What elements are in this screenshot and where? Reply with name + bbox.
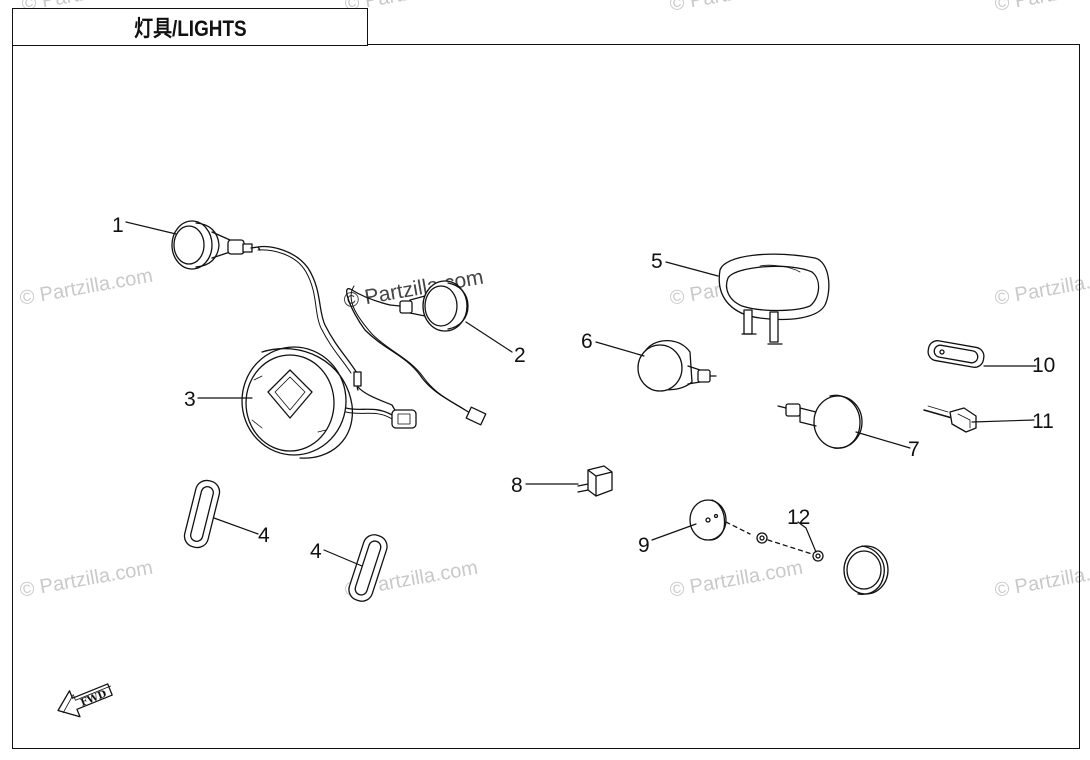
callout-12: 12 (787, 506, 810, 529)
callout-5: 5 (651, 250, 663, 273)
callout-6: 6 (581, 330, 593, 353)
headlight-icon (241, 346, 353, 459)
callout-11: 11 (1032, 410, 1054, 433)
turn-signal-front-left-icon (171, 220, 261, 270)
page-title: 灯具/LIGHTS (133, 16, 247, 41)
reflector-strip-icon (348, 534, 388, 602)
callout-4: 4 (310, 540, 322, 563)
license-plate-light-icon (927, 340, 985, 368)
callout-4: 4 (258, 524, 270, 547)
fwd-arrow-icon: FWD (57, 683, 113, 718)
turn-signal-rear-right-icon (777, 394, 863, 449)
callout-9: 9 (638, 534, 650, 557)
tail-light-icon (718, 253, 830, 345)
callout-3: 3 (184, 388, 196, 411)
callout-1: 1 (112, 214, 124, 237)
leader-lines (125, 221, 1037, 567)
turn-signal-front-right-icon (389, 280, 469, 332)
turn-signal-rear-left-icon (637, 340, 717, 392)
reflector-base-icon (689, 499, 751, 541)
wire-harness (346, 287, 479, 419)
switch-icon (577, 465, 613, 497)
title-box: 灯具/LIGHTS (12, 8, 368, 46)
diagram-frame (12, 44, 1080, 749)
reflector-strip-icon (183, 479, 221, 549)
callout-2: 2 (514, 344, 526, 367)
callout-10: 10 (1032, 354, 1055, 377)
callout-8: 8 (511, 474, 523, 497)
bulb-socket-icon (923, 405, 977, 433)
callout-labels: 1 2 3 4 4 5 6 7 8 9 10 11 12 (112, 214, 1055, 563)
callout-7: 7 (908, 438, 920, 461)
round-reflector-icon (843, 545, 889, 595)
nut-icon (756, 532, 824, 562)
